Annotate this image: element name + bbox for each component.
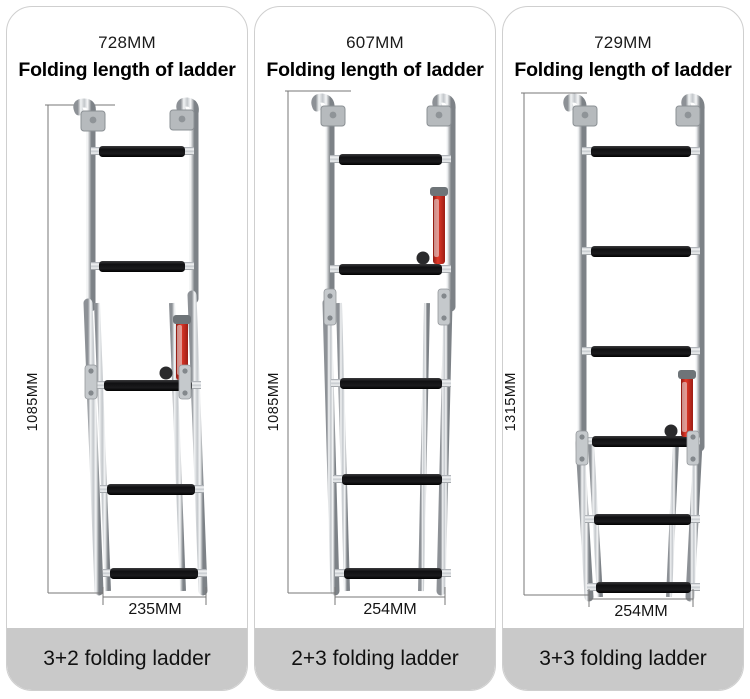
ladder-diagram-3-3 <box>521 92 705 607</box>
card-body-2-3: 607MM Folding length of ladder <box>255 7 495 628</box>
width-dimension-2: 254MM <box>363 601 417 618</box>
product-card-3-2[interactable]: 728MM Folding length of ladder <box>6 6 248 691</box>
folding-length-label-1: Folding length of ladder <box>18 59 236 81</box>
ladder-diagram-2-3 <box>285 90 456 605</box>
product-card-2-3[interactable]: 607MM Folding length of ladder <box>254 6 496 691</box>
width-dimension-3: 254MM <box>614 603 668 620</box>
caption-3-3: 3+3 folding ladder <box>503 628 743 690</box>
height-dimension-2: 1085MM <box>266 372 282 432</box>
card-body-3-2: 728MM Folding length of ladder <box>7 7 247 628</box>
folding-length-label-2: Folding length of ladder <box>266 59 484 81</box>
product-card-3-3[interactable]: 729MM Folding length of ladder <box>502 6 744 691</box>
folding-length-label-3: Folding length of ladder <box>514 59 732 81</box>
height-dimension-3: 1315MM <box>503 372 519 432</box>
folding-length-value-3: 729MM <box>594 33 652 52</box>
caption-3-2: 3+2 folding ladder <box>7 628 247 690</box>
folding-length-value-2: 607MM <box>346 33 404 52</box>
width-dimension-1: 235MM <box>128 601 182 618</box>
folding-length-value-1: 728MM <box>98 33 156 52</box>
caption-2-3: 2+3 folding ladder <box>255 628 495 690</box>
height-dimension-1: 1085MM <box>25 372 41 432</box>
ladder-diagram-3-2 <box>45 97 208 605</box>
card-body-3-3: 729MM Folding length of ladder <box>503 7 743 628</box>
